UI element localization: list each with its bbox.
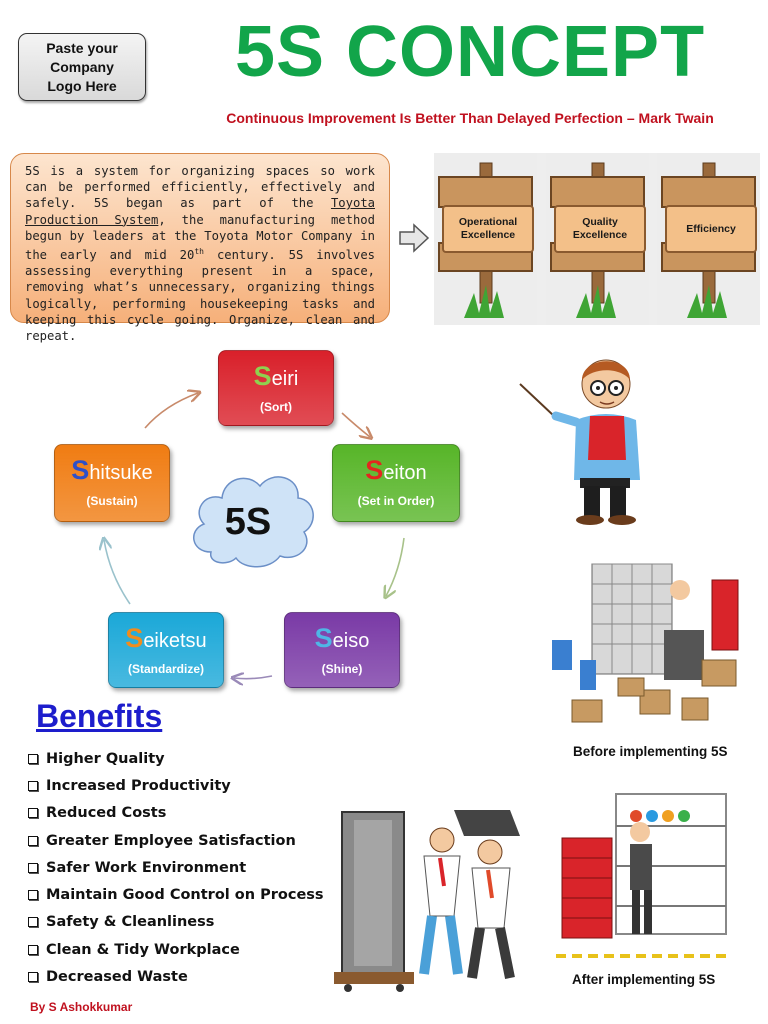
benefit-label: Greater Employee Satisfaction xyxy=(46,832,296,849)
benefit-label: Clean & Tidy Workplace xyxy=(46,941,240,958)
benefit-label: Safety & Cleanliness xyxy=(46,914,215,931)
checkbox-icon xyxy=(28,780,38,791)
signpost-icon xyxy=(438,162,533,318)
right-arrow-icon xyxy=(399,223,430,253)
logo-placeholder: Paste your Company Logo Here xyxy=(18,33,146,101)
signpost-3: Efficiency xyxy=(657,153,760,325)
intro-text-box: 5S is a system for organizing spaces so … xyxy=(10,153,390,343)
step-initial: S xyxy=(125,623,144,653)
list-item: Greater Employee Satisfaction xyxy=(28,827,324,854)
before-5s-illustration xyxy=(552,563,739,723)
checkbox-icon xyxy=(28,890,38,901)
step-seiketsu: Seiketsu (Standardize) xyxy=(108,612,224,688)
step-initial: S xyxy=(314,623,333,653)
signpost-icon xyxy=(661,162,756,318)
benefit-label: Decreased Waste xyxy=(46,969,188,986)
after-caption: After implementing 5S xyxy=(572,972,716,987)
workers-illustration xyxy=(334,810,520,992)
cycle-arrow xyxy=(234,676,273,679)
list-item: Higher Quality xyxy=(28,745,324,772)
benefit-label: Higher Quality xyxy=(46,750,165,767)
list-item: Clean & Tidy Workplace xyxy=(28,936,324,963)
quote: Continuous Improvement Is Better Than De… xyxy=(226,110,714,126)
checkbox-icon xyxy=(28,808,38,819)
step-name: hitsuke xyxy=(89,462,153,484)
step-seiri: Seiri (Sort) xyxy=(218,350,334,426)
checkbox-icon xyxy=(28,917,38,928)
benefit-label: Increased Productivity xyxy=(46,777,231,794)
checkbox-icon xyxy=(28,753,38,764)
page-title: 5S CONCEPT xyxy=(234,12,706,92)
step-initial: S xyxy=(253,361,272,391)
step-shitsuke: Shitsuke (Sustain) xyxy=(54,444,170,522)
intro-text-part2: , the manufacturing method begun by lead… xyxy=(25,212,375,263)
cloud-5s: 5S xyxy=(193,476,314,568)
sign-label: Operational Excellence xyxy=(442,205,534,253)
sign-label: Quality Excellence xyxy=(554,205,646,253)
sign-label: Efficiency xyxy=(665,205,757,253)
benefit-label: Maintain Good Control on Process xyxy=(46,887,324,904)
signpost-2: Quality Excellence xyxy=(546,153,649,325)
signposts-panel: Operational Excellence Quality Excellenc… xyxy=(434,153,760,325)
cycle-arrow xyxy=(386,537,405,596)
checkbox-icon xyxy=(28,862,38,873)
toyota-production-system-link: Toyota Production System xyxy=(25,196,375,227)
teacher-illustration xyxy=(519,359,640,525)
checkbox-icon xyxy=(28,972,38,983)
list-item: Safety & Cleanliness xyxy=(28,909,324,936)
benefits-title: Benefits xyxy=(36,698,163,734)
step-name: eiri xyxy=(271,368,299,390)
checkbox-icon xyxy=(28,835,38,846)
benefit-label: Safer Work Environment xyxy=(46,859,247,876)
step-initial: S xyxy=(365,455,384,485)
checkbox-icon xyxy=(28,944,38,955)
cycle-arrow xyxy=(144,393,198,429)
cycle-arrow xyxy=(104,540,131,605)
signpost-1: Operational Excellence xyxy=(434,153,537,325)
list-item: Maintain Good Control on Process xyxy=(28,881,324,908)
step-subtitle: (Shine) xyxy=(321,662,363,676)
author-credit: By S Ashokkumar xyxy=(30,1000,133,1014)
step-subtitle: (Set in Order) xyxy=(357,494,435,508)
cycle-arrows xyxy=(0,330,405,710)
list-item: Increased Productivity xyxy=(28,772,324,799)
step-seiton: Seiton (Set in Order) xyxy=(332,444,460,522)
intro-text-part3: century. 5S involves assessing everythin… xyxy=(25,248,376,344)
cycle-arrow xyxy=(341,412,370,437)
cloud-label: 5S xyxy=(225,501,271,543)
step-name: eiso xyxy=(332,630,370,652)
step-seiso: Seiso (Shine) xyxy=(284,612,400,688)
list-item: Decreased Waste xyxy=(28,963,324,990)
intro-text-part1: 5S is a system for organizing spaces so … xyxy=(25,164,375,211)
step-name: eiketsu xyxy=(143,630,207,652)
list-item: Safer Work Environment xyxy=(28,854,324,881)
benefits-list: Higher Quality Increased Productivity Re… xyxy=(28,745,324,991)
step-subtitle: (Sort) xyxy=(260,400,292,414)
step-subtitle: (Standardize) xyxy=(127,662,204,676)
step-initial: S xyxy=(71,455,90,485)
step-name: eiton xyxy=(383,462,427,484)
step-subtitle: (Sustain) xyxy=(86,494,138,508)
list-item: Reduced Costs xyxy=(28,800,324,827)
after-5s-illustration xyxy=(556,793,732,958)
benefit-label: Reduced Costs xyxy=(46,805,167,822)
intro-superscript: th xyxy=(194,247,204,257)
before-caption: Before implementing 5S xyxy=(573,744,728,759)
